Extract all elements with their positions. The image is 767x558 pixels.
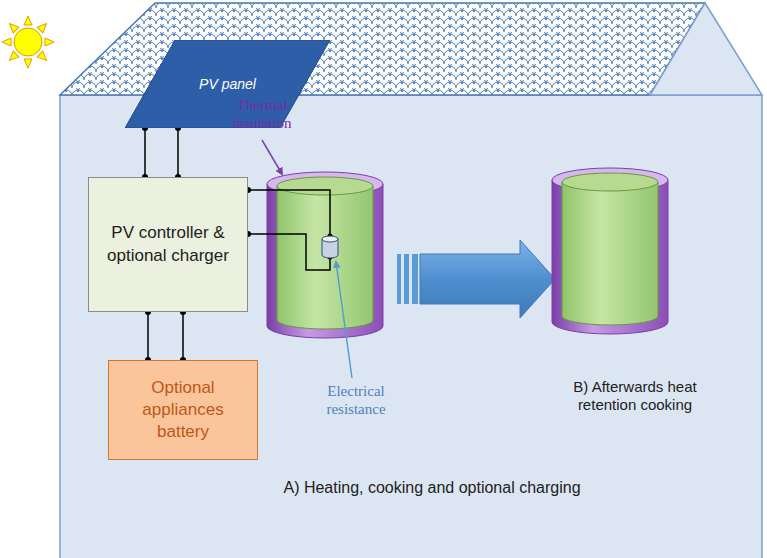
resistance-label: Electrical resistance: [296, 382, 416, 418]
sun: [2, 16, 54, 68]
gable: [650, 3, 762, 95]
node-text: PV controller & optional charger: [99, 222, 237, 266]
node-text: Optional appliances battery: [119, 377, 247, 443]
cooking-pot: [267, 172, 383, 338]
battery-box: Optional appliances battery: [108, 360, 258, 460]
step-label: A) Heating, cooking and optional chargin…: [272, 478, 592, 497]
wire: [142, 125, 148, 180]
heater-wires: [248, 190, 330, 270]
leader-line: [262, 140, 282, 174]
pv-panel: PV panel: [125, 40, 330, 128]
process-arrow: [397, 240, 555, 318]
node-text: PV panel: [199, 75, 256, 93]
retention-pot: [552, 168, 668, 334]
leader-line: [336, 262, 352, 378]
house-wall: [60, 95, 762, 558]
insulation-label: Thermal insulation: [212, 96, 312, 132]
wire: [145, 309, 151, 363]
wire: [175, 125, 181, 180]
wire: [180, 309, 186, 363]
resistor-symbol: [322, 236, 338, 258]
step-label: B) Afterwards heat retention cooking: [560, 378, 710, 414]
controller-box: PV controller & optional charger: [88, 177, 248, 312]
